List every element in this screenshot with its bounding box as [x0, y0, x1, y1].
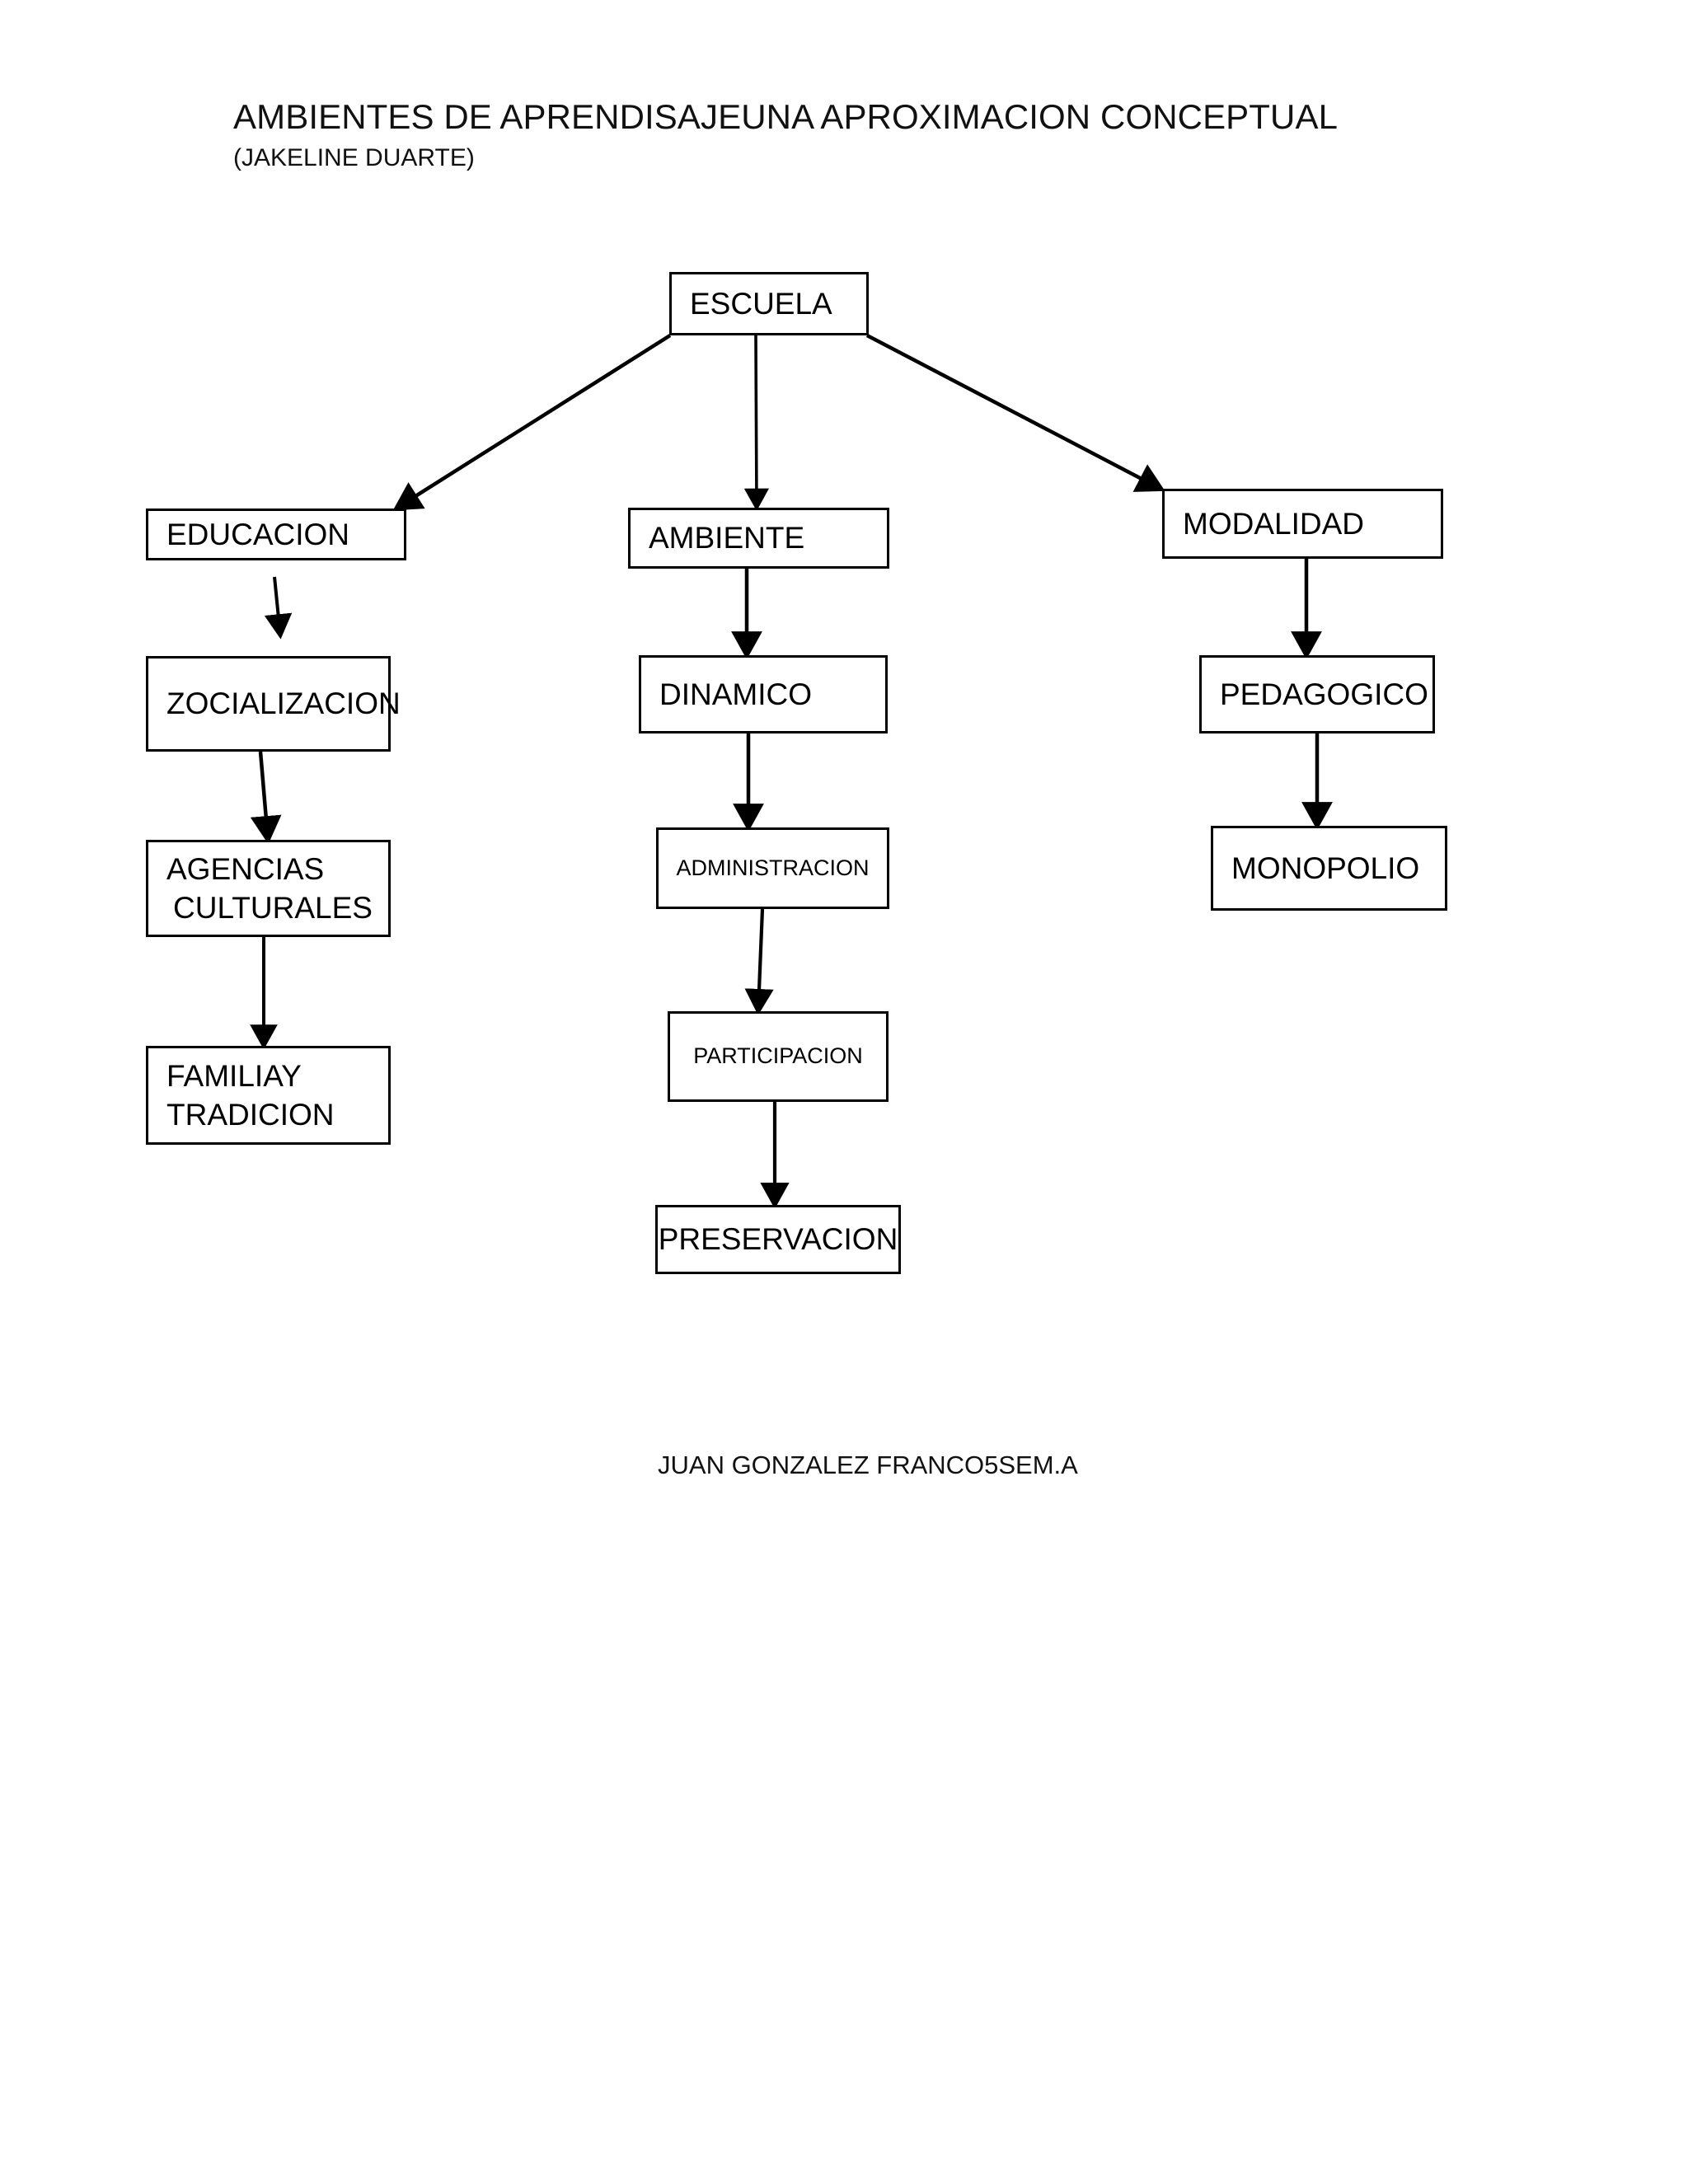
node-familia-line1: FAMILIAY	[166, 1058, 302, 1093]
edge-educacion-zocializacion	[264, 576, 293, 640]
node-escuela[interactable]: ESCUELA	[669, 272, 869, 335]
node-escuela-label: ESCUELA	[690, 286, 832, 321]
node-ambiente-label: AMBIENTE	[649, 521, 805, 555]
node-educacion[interactable]: EDUCACION	[146, 509, 406, 560]
node-modalidad-label: MODALIDAD	[1183, 506, 1364, 541]
node-monopolio[interactable]: MONOPOLIO	[1211, 826, 1447, 911]
page-subtitle: (JAKELINE DUARTE)	[233, 144, 475, 171]
node-familia-tradicion[interactable]: FAMILIAY TRADICION	[146, 1046, 391, 1145]
node-participacion[interactable]: PARTICIPACION	[668, 1011, 889, 1102]
node-pedagogico[interactable]: PEDAGOGICO	[1199, 655, 1435, 733]
node-pedagogico-label: PEDAGOGICO	[1220, 677, 1428, 711]
node-monopolio-label: MONOPOLIO	[1231, 851, 1420, 885]
page-title: AMBIENTES DE APRENDISAJEUNA APROXIMACION…	[233, 97, 1339, 136]
node-dinamico[interactable]: DINAMICO	[639, 655, 888, 733]
node-modalidad[interactable]: MODALIDAD	[1162, 489, 1443, 559]
node-preservacion-label: PRESERVACION	[658, 1221, 898, 1256]
node-ambiente[interactable]: AMBIENTE	[628, 508, 889, 569]
node-zocializacion[interactable]: ZOCIALIZACION	[146, 656, 401, 752]
node-familia-line2: TRADICION	[166, 1098, 335, 1132]
node-participacion-label: PARTICIPACION	[693, 1043, 863, 1069]
node-preservacion[interactable]: PRESERVACION	[655, 1205, 901, 1274]
node-zocializacion-label: ZOCIALIZACION	[166, 687, 401, 721]
edge-escuela-ambiente	[743, 335, 770, 512]
node-dinamico-label: DINAMICO	[659, 677, 812, 711]
edge-zocializacion-agencias	[250, 751, 282, 845]
author-credit: JUAN GONZALEZ FRANCO5SEM.A	[658, 1451, 1078, 1479]
node-agencias-culturales[interactable]: AGENCIAS CULTURALES	[146, 840, 391, 937]
node-educacion-label: EDUCACION	[166, 517, 350, 551]
edge-administracion-participacion	[744, 908, 774, 1015]
node-administracion-label: ADMINISTRACION	[676, 855, 870, 880]
edge-escuela-educacion	[392, 334, 672, 511]
node-agencias-line1: AGENCIAS	[166, 851, 325, 886]
node-administracion[interactable]: ADMINISTRACION	[656, 827, 889, 909]
edge-escuela-modalidad	[865, 334, 1165, 492]
node-agencias-line2: CULTURALES	[173, 891, 373, 925]
